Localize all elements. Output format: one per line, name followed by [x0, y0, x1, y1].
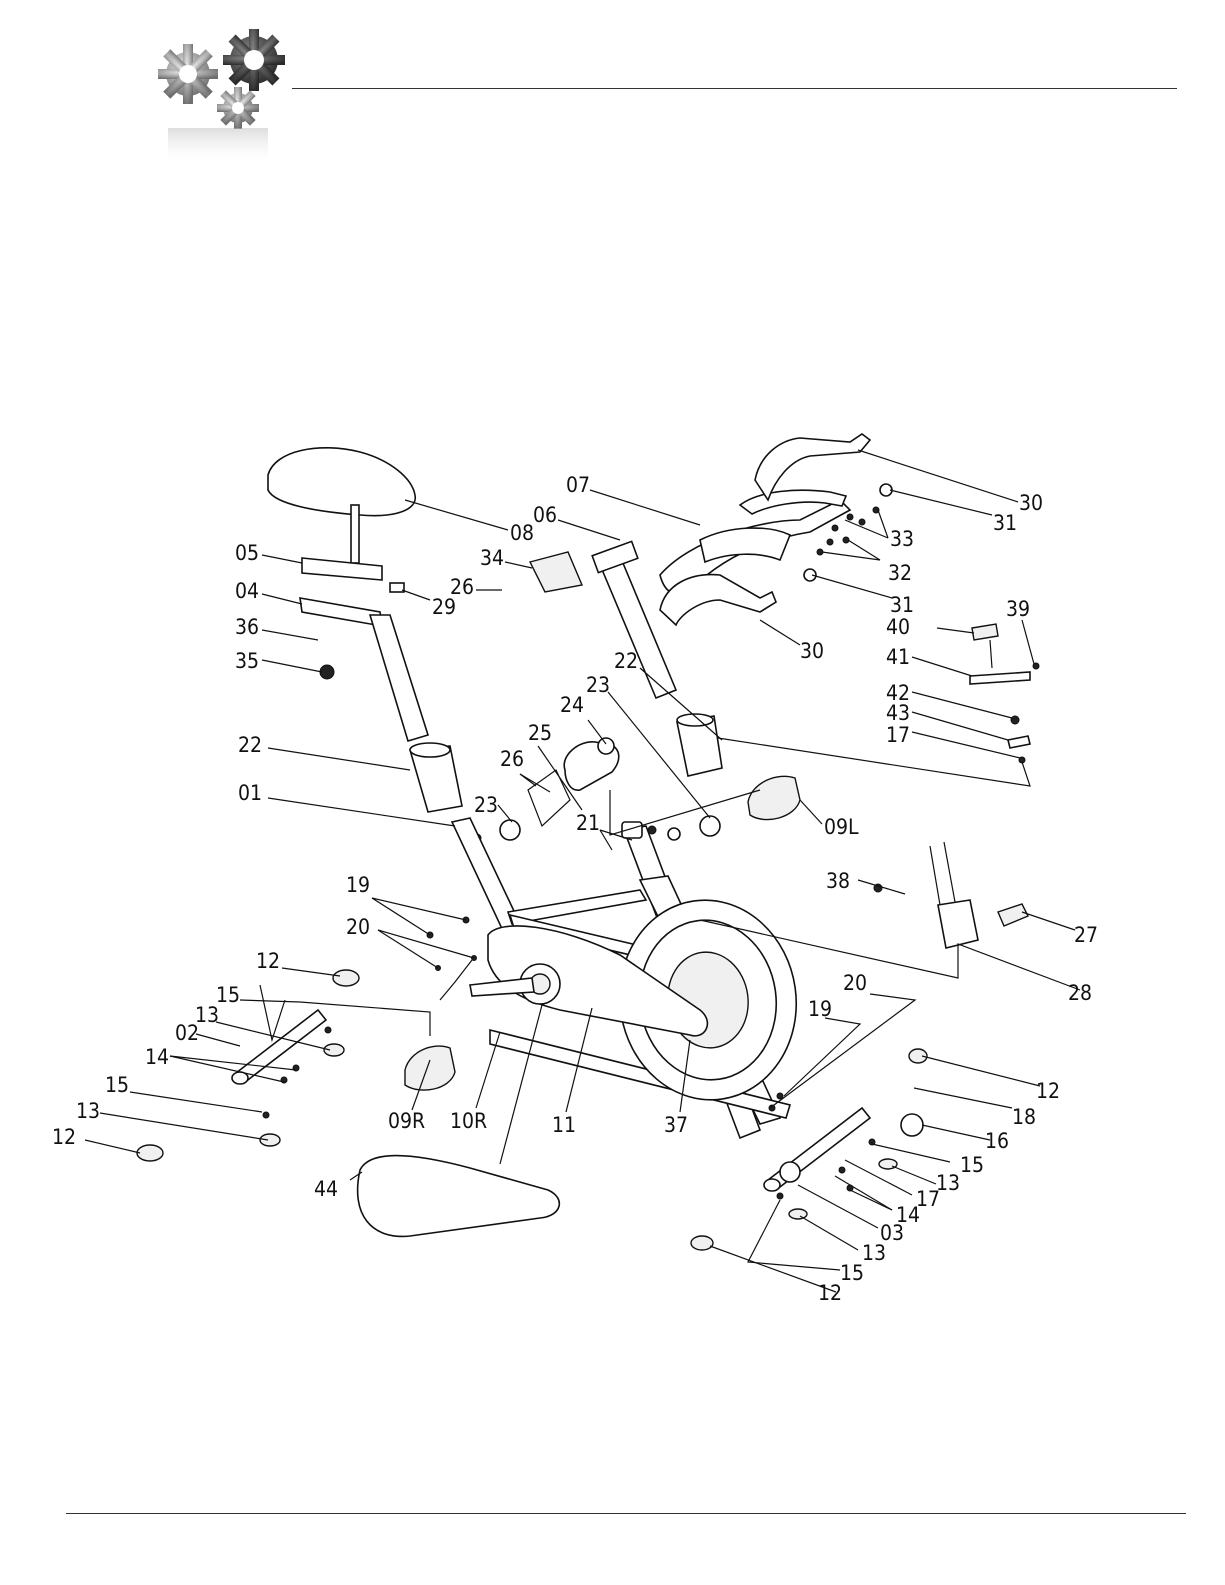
callout-12c: 12 — [1036, 1079, 1060, 1103]
footer-rule — [66, 1513, 1186, 1514]
callout-15c: 15 — [960, 1153, 984, 1177]
callout-12a: 12 — [256, 949, 280, 973]
callout-25: 25 — [528, 721, 552, 745]
callout-18: 18 — [1012, 1105, 1036, 1129]
callout-23b: 23 — [586, 673, 610, 697]
callout-23a: 23 — [474, 793, 498, 817]
callout-28: 28 — [1068, 981, 1092, 1005]
brake-pad — [998, 904, 1028, 926]
callout-24: 24 — [560, 693, 584, 717]
callout-12d: 12 — [818, 1281, 842, 1305]
callout-01: 01 — [238, 781, 262, 805]
callout-30a: 30 — [1019, 491, 1043, 515]
end-cap-12b — [137, 1145, 163, 1161]
end-cap-12d — [691, 1236, 713, 1250]
callout-05: 05 — [235, 541, 259, 565]
callout-39: 39 — [1006, 597, 1030, 621]
callout-26a: 26 — [450, 575, 474, 599]
callout-32: 32 — [888, 561, 912, 585]
knob-35 — [320, 665, 334, 679]
callout-15b: 15 — [105, 1073, 129, 1097]
cap-23-right — [700, 816, 720, 836]
callout-13b: 13 — [76, 1099, 100, 1123]
callout-21: 21 — [576, 811, 600, 835]
callout-09l: 09L — [824, 815, 859, 839]
callout-13d: 13 — [862, 1241, 886, 1265]
leader-lines — [85, 450, 1080, 1292]
seat-slider — [302, 558, 382, 580]
callout-17a: 17 — [886, 723, 910, 747]
callout-36: 36 — [235, 615, 259, 639]
callout-20b: 20 — [843, 971, 867, 995]
callout-09r: 09R — [388, 1109, 425, 1133]
callout-16: 16 — [985, 1129, 1009, 1153]
knob-29 — [390, 583, 404, 592]
callout-34: 34 — [480, 546, 504, 570]
end-cap-12a — [333, 970, 359, 986]
callout-38: 38 — [826, 869, 850, 893]
seat-slide-rail — [300, 598, 382, 626]
pedal-left — [748, 776, 800, 819]
callout-14a: 14 — [145, 1045, 169, 1069]
callout-20a: 20 — [346, 915, 370, 939]
callout-08: 08 — [510, 521, 534, 545]
callout-11: 11 — [552, 1113, 576, 1137]
callout-26b: 26 — [500, 747, 524, 771]
callout-19b: 19 — [808, 997, 832, 1021]
callout-35: 35 — [235, 649, 259, 673]
callout-06: 06 — [533, 503, 557, 527]
wheel-16 — [901, 1114, 923, 1136]
seat-post — [370, 615, 428, 741]
callout-15a: 15 — [216, 983, 240, 1007]
callout-31a: 31 — [993, 511, 1017, 535]
computer-bracket — [530, 552, 582, 592]
front-stabilizer — [236, 1010, 326, 1083]
callout-40: 40 — [886, 615, 910, 639]
callout-33: 33 — [890, 527, 914, 551]
callout-15d: 15 — [840, 1261, 864, 1285]
drive-belt — [358, 1156, 560, 1237]
callout-41: 41 — [886, 645, 910, 669]
callout-07: 07 — [566, 473, 590, 497]
cap-23-left — [500, 820, 520, 840]
callout-19a: 19 — [346, 873, 370, 897]
callout-04: 04 — [235, 579, 259, 603]
callout-10r: 10R — [450, 1109, 487, 1133]
callout-44: 44 — [314, 1177, 338, 1201]
callout-43: 43 — [886, 701, 910, 725]
pedal-right — [405, 1046, 455, 1090]
callout-22b: 22 — [614, 649, 638, 673]
callout-22a: 22 — [238, 733, 262, 757]
brake-knob — [938, 900, 978, 948]
callout-02: 02 — [175, 1021, 199, 1045]
callout-12b: 12 — [52, 1125, 76, 1149]
callout-27: 27 — [1074, 923, 1098, 947]
callout-37: 37 — [664, 1113, 688, 1137]
callout-30b: 30 — [800, 639, 824, 663]
callout-31b: 31 — [890, 593, 914, 617]
seat — [268, 448, 415, 516]
seat-post-stem — [351, 505, 359, 563]
bottle-cage — [528, 770, 570, 826]
